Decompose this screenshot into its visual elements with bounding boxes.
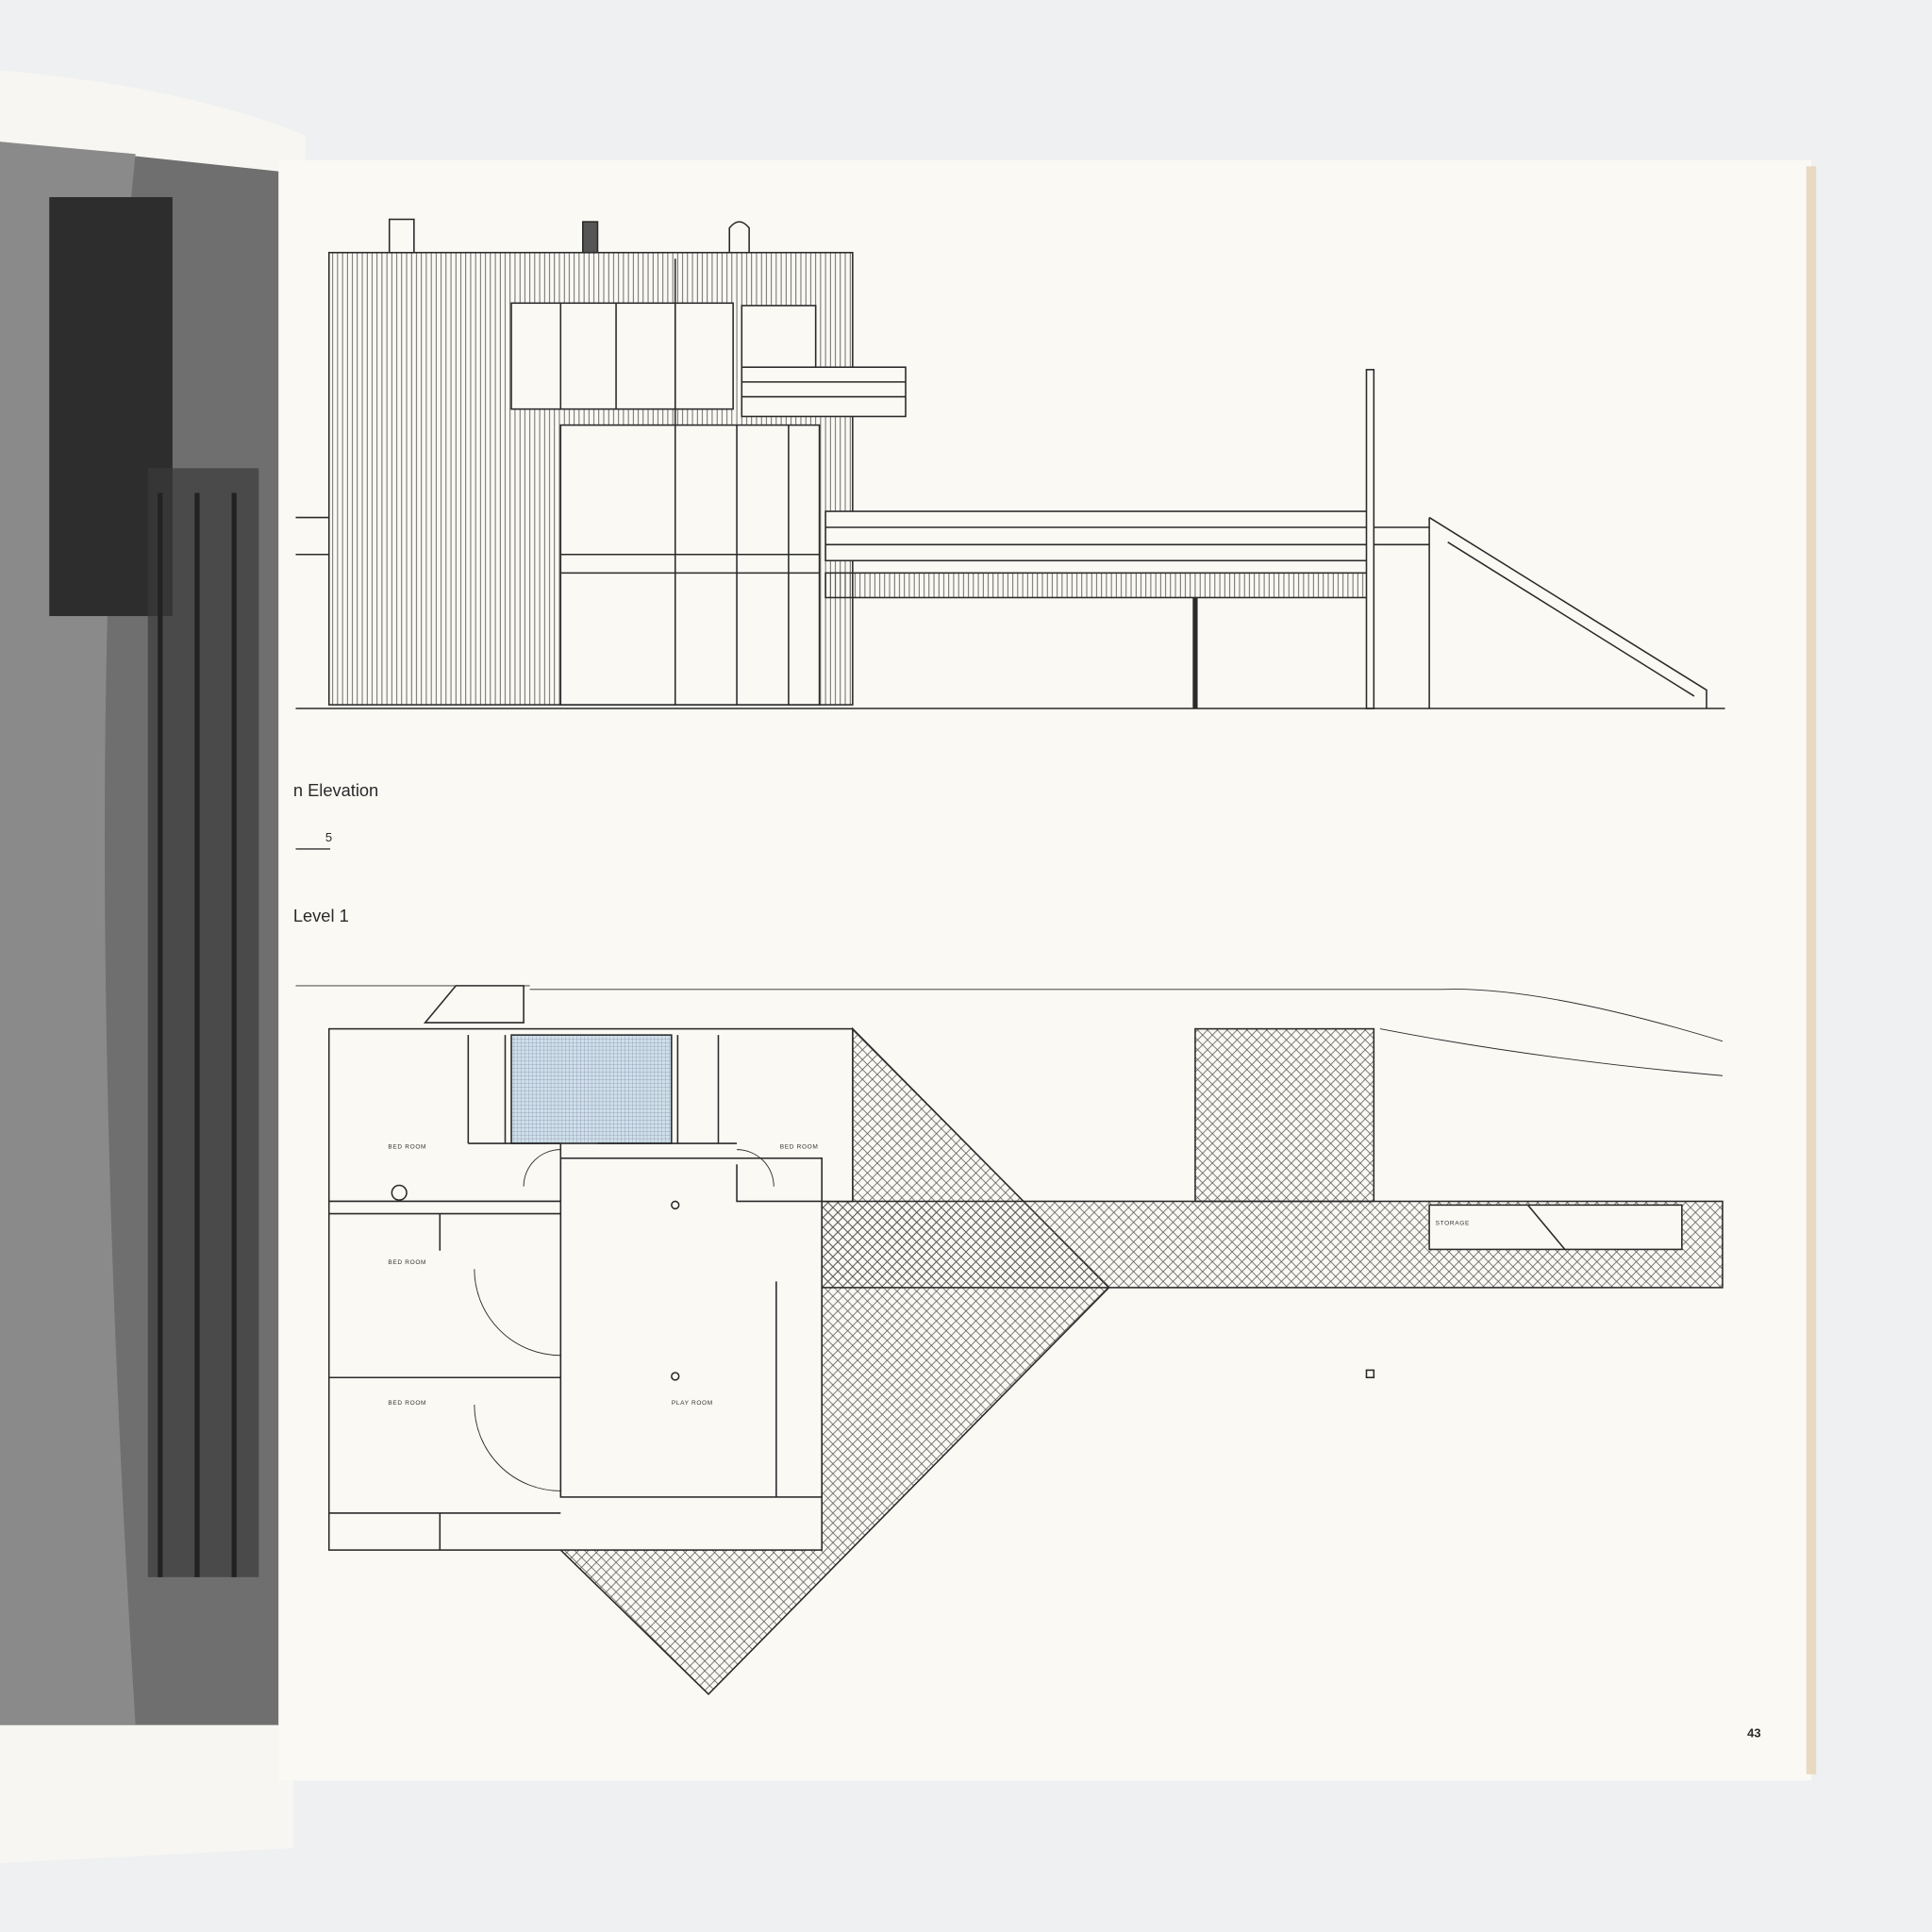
floor-plan bbox=[295, 985, 1724, 1696]
left-page bbox=[0, 70, 306, 1863]
page-number: 43 bbox=[1747, 1726, 1761, 1740]
room-label-storage: STORAGE bbox=[1436, 1220, 1470, 1226]
room-label-bedroom-4: BED ROOM bbox=[388, 1400, 426, 1407]
hatched-square bbox=[1194, 1027, 1375, 1203]
room-label-bedroom-2: BED ROOM bbox=[780, 1143, 819, 1150]
scale-label: 5 bbox=[325, 830, 332, 844]
elevation-caption: n Elevation bbox=[293, 780, 378, 800]
plan-caption: Level 1 bbox=[293, 906, 349, 925]
room-label-playroom: PLAY ROOM bbox=[672, 1400, 713, 1407]
room-label-bedroom-1: BED ROOM bbox=[388, 1143, 426, 1150]
room-label-bedroom-3: BED ROOM bbox=[388, 1259, 426, 1266]
elevation-drawing bbox=[295, 218, 1725, 709]
